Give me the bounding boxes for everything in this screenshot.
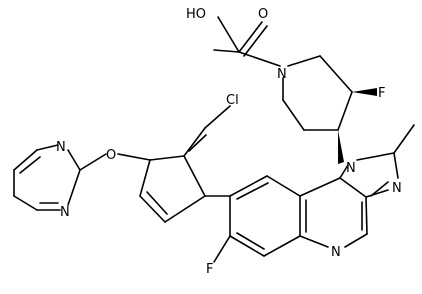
- bond-pip-2: [319, 55, 353, 93]
- double-bond-pyrimidine: [19, 156, 41, 174]
- atom-label-n1: N: [346, 161, 356, 176]
- atom-label-ho: HO: [186, 7, 206, 22]
- atom-label-piperidine-f: F: [378, 86, 385, 101]
- bonds: [213, 16, 353, 131]
- atom-label-quinoline-n: N: [331, 245, 341, 260]
- bond-im-2: [393, 152, 399, 179]
- bond-ho-ch2: [217, 16, 240, 53]
- bond-co-n: [238, 51, 281, 67]
- bond-ph-2: [183, 127, 206, 157]
- bond-pm-1: [67, 149, 81, 171]
- bond-pm-2: [36, 144, 59, 151]
- bond-pm-7: [67, 169, 81, 206]
- bond-ph-5: [139, 195, 166, 223]
- bond-carbonyl-1: [238, 21, 263, 53]
- atom-labels: HO O N F N N N F Cl O N N: [56, 7, 402, 277]
- bonds-core: [13, 105, 415, 263]
- bond-c-f: [213, 235, 231, 263]
- atom-label-ether-o: O: [106, 148, 116, 163]
- double-bond-benzo-2: [236, 232, 265, 250]
- bond-ph-cl: [204, 105, 231, 129]
- bond-im-3: [365, 189, 389, 198]
- atom-label-n3: N: [392, 181, 402, 196]
- double-bond-phenyl-2: [146, 191, 168, 215]
- bond-ch2-co: [213, 49, 240, 53]
- bond-ether-2: [79, 153, 107, 171]
- atom-label-pyrimidine-n1: N: [56, 140, 66, 155]
- stereo-bonds: [338, 88, 377, 164]
- double-bond-imidazole: [370, 181, 389, 197]
- bond-im-5: [339, 164, 349, 179]
- bond-bz-1: [266, 175, 301, 197]
- stereo-bond-f: [352, 88, 377, 96]
- bond-carbonyl-2: [243, 25, 268, 57]
- stereo-bond-n1: [338, 130, 344, 164]
- bond-ph-6: [164, 195, 206, 223]
- bond-pip-3: [337, 91, 353, 131]
- double-bond-phenyl: [188, 134, 207, 152]
- bond-pm-5: [13, 195, 38, 211]
- bond-ph-1: [183, 155, 206, 197]
- bond-bz-5: [263, 235, 301, 257]
- bond-im-4: [339, 177, 367, 198]
- bond-methyl: [393, 124, 415, 154]
- bond-pip-1: [287, 55, 321, 67]
- double-bonds: [19, 134, 389, 250]
- bond-pip-5: [282, 99, 305, 131]
- atom-label-pyrimidine-n2: N: [60, 205, 70, 220]
- double-bond-benzo: [236, 182, 269, 200]
- atom-label-cl: Cl: [226, 93, 239, 108]
- bond-qn-5: [299, 177, 341, 197]
- bond-qn-3: [299, 235, 329, 248]
- bond-bz-2: [229, 175, 268, 197]
- atom-label-piperidine-n: N: [277, 67, 287, 82]
- bond-ph-3: [149, 155, 185, 161]
- bond-pm-3: [13, 149, 38, 171]
- bond-qn-1: [365, 196, 368, 235]
- bond-im-1: [356, 152, 395, 161]
- bond-ph-4: [139, 159, 151, 197]
- atom-label-carbonyl-o: O: [258, 7, 268, 22]
- atom-label-quinoline-f: F: [206, 262, 213, 277]
- bond-ether-1: [117, 153, 151, 161]
- bond-bz-4: [229, 235, 265, 257]
- bond-qn-2: [344, 233, 368, 248]
